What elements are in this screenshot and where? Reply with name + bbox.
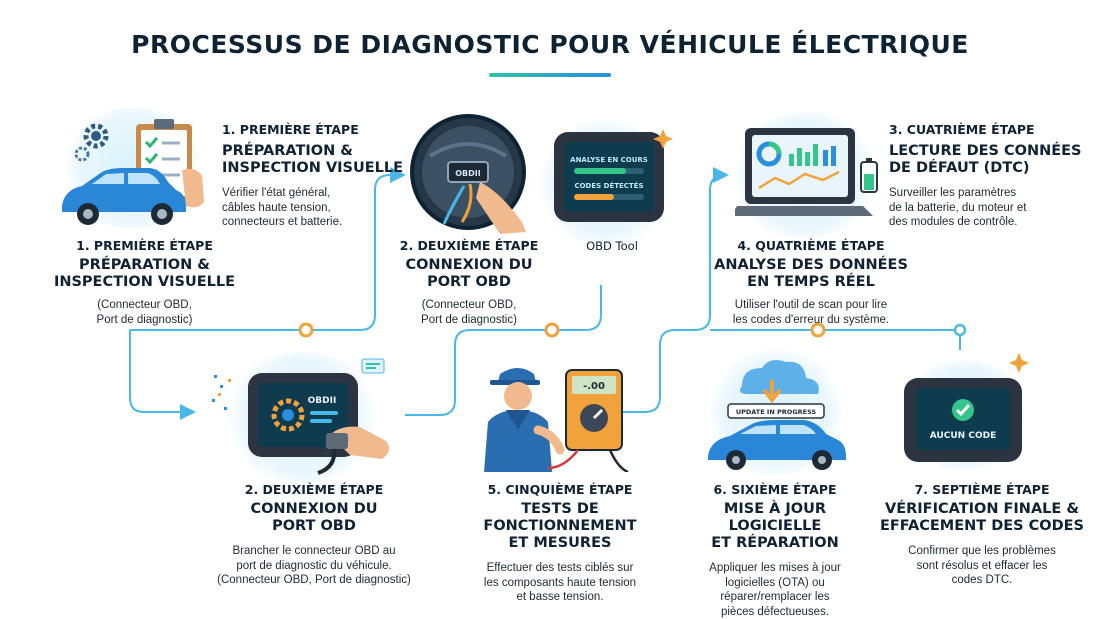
step-heading: LECTURE DES CONNÉES DE DÉFAUT (DTC) bbox=[889, 143, 1082, 176]
connector-2-to-5 bbox=[405, 285, 602, 416]
scanner-result-text: AUCUN CODE bbox=[930, 431, 996, 441]
flow-node bbox=[953, 323, 967, 337]
clipboard-car-icon bbox=[62, 119, 204, 225]
step-card-mid-2: 2. DEUXIÈME ÉTAPE CONNEXION DU PORT OBD … bbox=[399, 238, 539, 326]
connector-1-to-2 bbox=[130, 167, 406, 331]
flow-node bbox=[810, 322, 826, 338]
step-card-bottom-2: 2. DEUXIÈME ÉTAPE CONNEXION DU PORT OBD … bbox=[217, 482, 411, 586]
step-card-mid-4: 4. QUATRIÈME ÉTAPE ANALYSE DES DONNÉES E… bbox=[714, 238, 908, 326]
technician-multimeter-icon: -.00 bbox=[484, 368, 629, 472]
scanner-check-icon: AUCUN CODE bbox=[904, 353, 1029, 462]
step-label: 1. PREMIÈRE ÉTAPE bbox=[222, 122, 359, 137]
port-badge-text: OBDII bbox=[455, 169, 481, 178]
flow-node bbox=[544, 322, 560, 338]
obd-tool-caption: OBD Tool bbox=[586, 239, 638, 253]
step-card-mid-1: 1. PREMIÈRE ÉTAPE PRÉPARATION & INSPECTI… bbox=[53, 238, 236, 326]
step-card-bottom-6: 6. SIXIÈME ÉTAPE MISE À JOUR LOGICIELLE … bbox=[709, 482, 841, 618]
sparkle-icon bbox=[1009, 353, 1029, 373]
page-title: PROCESSUS DE DIAGNOSTIC POUR VÉHICULE ÉL… bbox=[131, 30, 969, 59]
update-banner-text: UPDATE IN PROGRESS bbox=[736, 408, 817, 416]
multimeter-readout: -.00 bbox=[583, 381, 605, 392]
connector-5-to-4 bbox=[622, 167, 729, 413]
step-label: 3. CUATRIÈME ÉTAPE bbox=[889, 122, 1035, 137]
laptop-dashboard-icon bbox=[735, 128, 878, 216]
obd-screen-line-2: CODES DÉTECTÉS bbox=[574, 181, 643, 190]
step-description: Vérifier l'état général, câbles haute te… bbox=[222, 187, 343, 228]
title-underline bbox=[489, 73, 611, 77]
car-ota-update-icon: UPDATE IN PROGRESS bbox=[708, 360, 846, 470]
sparkle-icon bbox=[653, 129, 673, 149]
obd-tool-device-icon: ANALYSE EN COURS CODES DÉTECTÉS bbox=[554, 129, 673, 222]
step-description: Surveiller les paramètres de la batterie… bbox=[889, 187, 1027, 228]
connector-1-down bbox=[129, 330, 196, 420]
obd-screen-line-1: ANALYSE EN COURS bbox=[570, 156, 648, 164]
step-card-top-1: 1. PREMIÈRE ÉTAPE PRÉPARATION & INSPECTI… bbox=[222, 122, 422, 230]
step-card-bottom-7: 7. SEPTIÈME ÉTAPE VÉRIFICATION FINALE & … bbox=[879, 482, 1084, 586]
step-heading: PRÉPARATION & INSPECTION VISUELLE bbox=[222, 143, 404, 176]
flow-node bbox=[298, 322, 314, 338]
obd-port-closeup-icon: OBDII bbox=[410, 114, 526, 234]
scanner-screen-text: OBDII bbox=[308, 396, 337, 406]
obd-scanner-plug-icon: OBDII bbox=[212, 358, 390, 475]
step-card-bottom-5: 5. CINQUIÈME ÉTAPE TESTS DE FONCTIONNEME… bbox=[483, 482, 637, 603]
connector-to-7 bbox=[710, 329, 961, 350]
step-card-top-3: 3. CUATRIÈME ÉTAPE LECTURE DES CONNÉES D… bbox=[889, 122, 1099, 230]
